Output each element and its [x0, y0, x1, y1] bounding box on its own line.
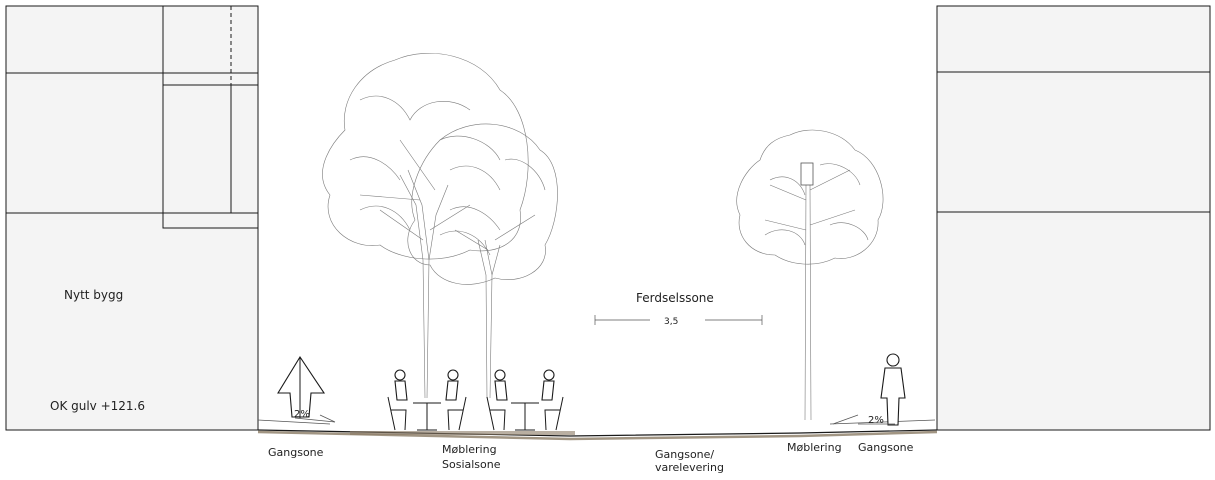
right-building [936, 5, 1211, 431]
ground-surface [257, 419, 938, 441]
cafe-table-group-right-icon [486, 369, 564, 431]
tree-2 [407, 123, 558, 399]
traffic-zone-label: Ferdselssone [636, 291, 714, 305]
zone-label-social: Sosialsone [442, 458, 501, 471]
slope-marker-left [294, 414, 336, 423]
left-building [5, 5, 259, 431]
building-label: Nytt bygg [64, 288, 123, 302]
person-with-umbrella-icon [277, 355, 326, 418]
tree-3 [736, 129, 884, 421]
dimension-line [594, 315, 763, 325]
tree-1 [322, 53, 529, 399]
zone-label-center-2: varelevering [655, 461, 724, 474]
slope-label-right: 2% [868, 415, 884, 426]
zone-label-walk-right: Gangsone [858, 441, 914, 454]
zone-label-center-1: Gangsone/ [655, 448, 714, 461]
slope-marker-right [832, 414, 895, 425]
floor-level-label: OK gulv +121.6 [50, 399, 145, 413]
slope-label-left: 2% [294, 409, 310, 420]
standing-person-icon [880, 353, 906, 426]
zone-label-walk-left: Gangsone [268, 446, 324, 459]
zone-label-furniture-right: Møblering [787, 441, 842, 454]
cafe-table-group-left-icon [387, 369, 467, 431]
zone-label-furniture-left: Møblering [442, 443, 497, 456]
dimension-label: 3,5 [664, 317, 678, 327]
